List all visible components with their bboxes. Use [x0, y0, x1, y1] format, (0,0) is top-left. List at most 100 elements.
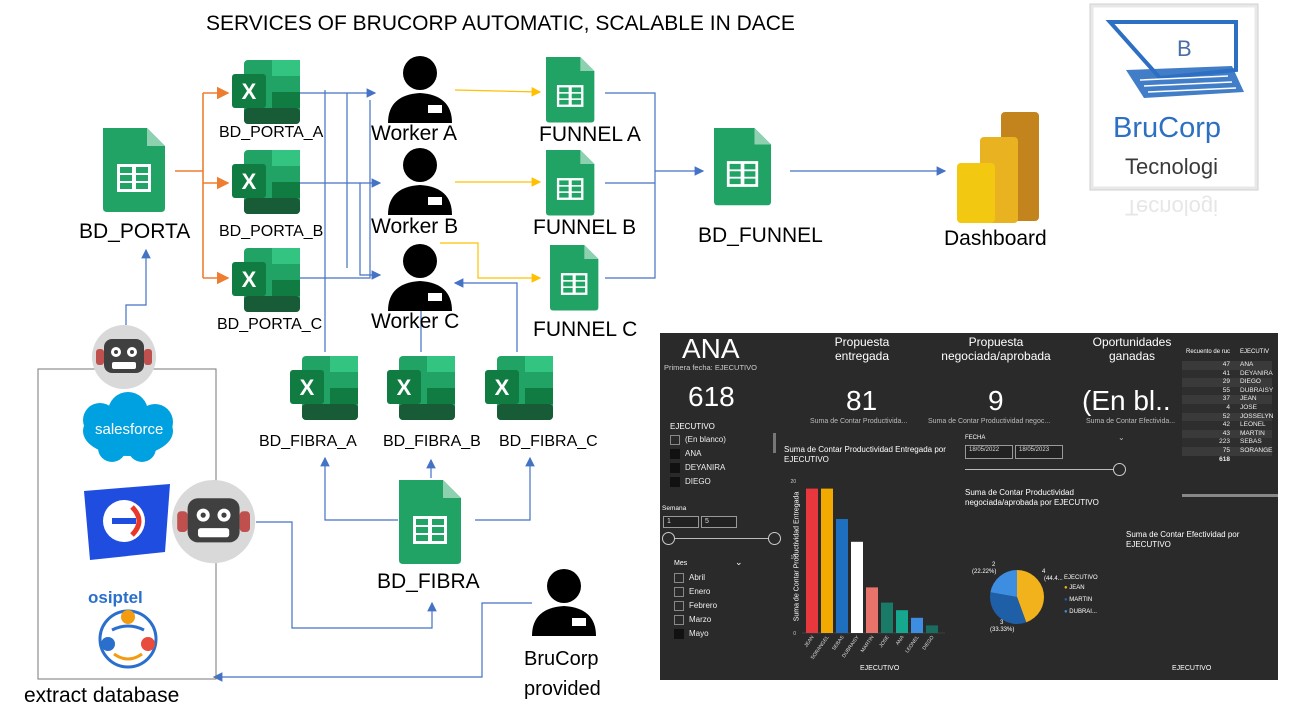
osiptel-logo — [98, 609, 158, 669]
table-cell-count: 42 — [1222, 421, 1230, 429]
table-scrollbar[interactable] — [1182, 494, 1278, 497]
kpi-caption-3: Suma de Contar Efectivida... — [1086, 418, 1176, 425]
table-row: 55 DUBRAISY — [1182, 386, 1274, 396]
table-cell-count: 75 — [1222, 447, 1230, 454]
ejecutivo-scrollbar[interactable] — [773, 433, 776, 453]
checkbox-icon[interactable] — [674, 615, 684, 625]
table-row: 41 DEYANIRA — [1182, 369, 1273, 379]
checkbox-icon[interactable] — [670, 435, 680, 445]
kpi-value-3: (En bl.. — [1082, 385, 1171, 416]
brucorp-logo-reflection: Tecnologi — [1125, 195, 1218, 220]
pie-chart — [990, 570, 1044, 624]
kpi-caption-2: Suma de Contar Productividad negoc... — [928, 418, 1051, 425]
kpi-main-value: 618 — [688, 381, 735, 412]
fecha-slider-track[interactable] — [965, 469, 1115, 470]
table-row: 42 LEONEL — [1182, 421, 1272, 430]
table-cell-count: 37 — [1222, 395, 1230, 403]
bar-leonel — [911, 617, 923, 633]
worker-b-label: Worker B — [371, 215, 459, 238]
brucorp-mark: B — [1177, 36, 1192, 61]
table-cell-count: 41 — [1222, 369, 1230, 377]
pie-slice-2 — [990, 570, 1017, 597]
worker-c-label: Worker C — [371, 310, 460, 333]
table-cell-count: 29 — [1222, 378, 1230, 386]
table-cell-count: 4 — [1226, 404, 1230, 411]
table-cell-count: 55 — [1222, 386, 1230, 394]
pie-label-4-pct: (44.4... — [1044, 576, 1063, 582]
brucorp-provided-label-line1: BruCorp — [524, 648, 599, 670]
brucorp-logo-sub: Tecnologi — [1125, 154, 1218, 179]
bd-porta-a-label: BD_PORTA_A — [219, 124, 324, 141]
checkbox-icon[interactable] — [674, 601, 684, 611]
kpi-caption-3-chevron-icon[interactable]: ⌄ — [1118, 433, 1125, 442]
table-cell-ejecutivo: LEONEL — [1240, 421, 1266, 429]
fecha-label: FECHA — [965, 435, 986, 441]
bar-chart-ytick: 20 — [790, 479, 796, 485]
dashboard-panel: ANA Primera fecha: EJECUTIVO 618 Propues… — [660, 333, 1278, 680]
mes-item-4[interactable]: Mayo — [674, 629, 709, 639]
table-cell-ejecutivo: SORANGE — [1240, 447, 1273, 454]
semana-slider-handle-right[interactable] — [768, 532, 781, 545]
pie-label-2: 2 — [992, 562, 996, 568]
efectividad-xlabel: EJECUTIVO — [1172, 665, 1212, 672]
mes-item-0[interactable]: Abril — [674, 573, 705, 583]
table-row: 43 MARTIN — [1182, 429, 1272, 439]
bd-fibra-b-label: BD_FIBRA_B — [383, 433, 481, 450]
mes-item-3[interactable]: Marzo — [674, 615, 711, 625]
bar-sorangel — [821, 488, 833, 633]
table-cell-ejecutivo: DEYANIRA — [1240, 369, 1273, 377]
table-cell-ejecutivo: DUBRAISY — [1240, 386, 1274, 394]
yellow-connectors — [440, 87, 542, 283]
bar-diego — [926, 625, 938, 633]
mes-item-2[interactable]: Febrero — [674, 601, 717, 611]
bar-jose — [881, 602, 893, 633]
bar-chart-title: Suma de Contar Productividad Entregada p… — [784, 445, 946, 464]
semana-from-input[interactable]: 1 — [663, 516, 699, 528]
checkbox-icon[interactable] — [670, 449, 680, 459]
table-header-count: Recuento de ruc — [1186, 349, 1231, 355]
semana-to-input[interactable]: 5 — [701, 516, 737, 528]
ejecutivo-item-3[interactable]: DIEGO — [670, 477, 711, 487]
funnel-b-label: FUNNEL B — [533, 216, 637, 239]
pie-legend-item-0: ● JEAN — [1064, 585, 1085, 591]
mes-item-1[interactable]: Enero — [674, 587, 710, 597]
bar-martin — [866, 587, 878, 633]
pie-label-2-pct: (22.22%) — [972, 569, 997, 575]
semana-slider-handle-left[interactable] — [662, 532, 675, 545]
checkbox-icon[interactable] — [670, 477, 680, 487]
checkbox-icon[interactable] — [670, 463, 680, 473]
bar-chart-xlabel: EJECUTIVO — [860, 665, 900, 672]
bd-funnel-label: BD_FUNNEL — [698, 224, 823, 247]
semana-slider-track[interactable] — [668, 538, 774, 539]
checkbox-icon[interactable] — [674, 587, 684, 597]
ejecutivo-item-1[interactable]: ANA — [670, 449, 701, 459]
checkbox-icon[interactable] — [674, 573, 684, 583]
table-cell-ejecutivo: JOSE — [1240, 404, 1257, 411]
ejecutivo-slicer-title: EJECUTIVO — [670, 422, 715, 431]
funnel-c-label: FUNNEL C — [533, 318, 638, 341]
table-cell-ejecutivo: SEBAS — [1240, 438, 1262, 446]
efectividad-title: Suma de Contar Efectividad por EJECUTIVO — [1126, 530, 1240, 549]
fecha-start-input[interactable]: 18/05/2022 — [965, 445, 1013, 459]
checkbox-icon[interactable] — [674, 629, 684, 639]
mes-chevron-icon[interactable]: ⌄ — [735, 557, 743, 567]
ejecutivo-item-0[interactable]: (En blanco) — [670, 435, 726, 445]
table-cell-ejecutivo: MARTIN — [1240, 429, 1265, 437]
dashboard-label: Dashboard — [944, 227, 1047, 250]
pie-label-3: 3 — [1000, 620, 1004, 626]
fecha-end-input[interactable]: 18/05/2023 — [1015, 445, 1063, 459]
diagram-title: SERVICES OF BRUCORP AUTOMATIC, SCALABLE … — [206, 12, 795, 35]
kpi-caption-1: Suma de Contar Productivida... — [810, 418, 908, 425]
ejecutivo-item-2[interactable]: DEYANIRA — [670, 463, 725, 473]
fecha-slider-handle[interactable] — [1113, 463, 1126, 476]
table-cell-ejecutivo: ANA — [1240, 361, 1254, 368]
table-cell-count: 43 — [1222, 429, 1230, 437]
salesforce-logo — [83, 392, 173, 462]
